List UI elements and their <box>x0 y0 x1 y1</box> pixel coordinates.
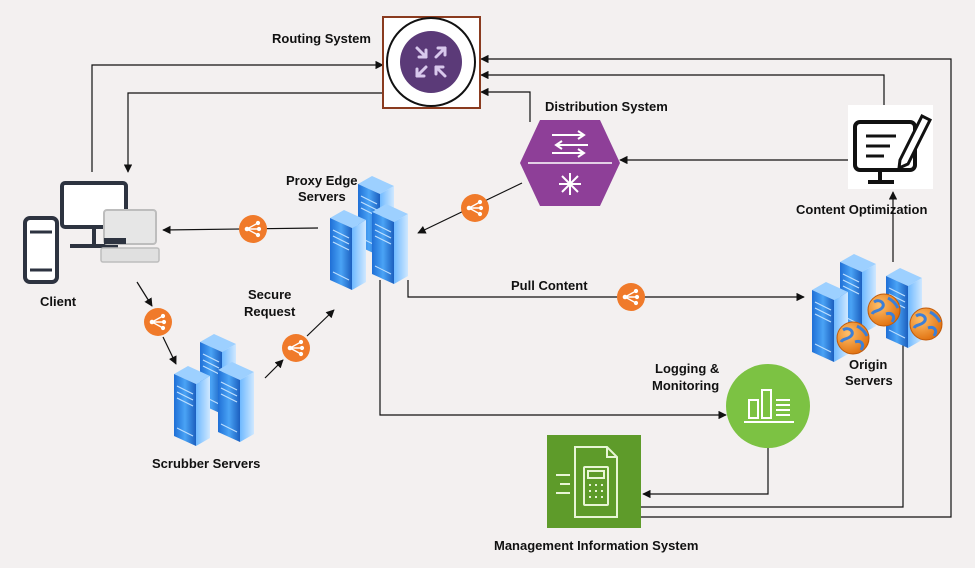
connector-scrubber-to-proxy-2 <box>306 309 335 337</box>
content-optimization-label: Content Optimization <box>796 202 927 217</box>
bar-chart-icon <box>744 389 794 423</box>
content-optimization[interactable] <box>848 105 933 189</box>
router-icon <box>400 31 462 93</box>
pull-content-label: Pull Content <box>511 278 588 293</box>
origin-label-line1: Origin <box>849 357 887 372</box>
load-balancer-icon <box>238 214 268 244</box>
connector-routing-to-client <box>123 92 383 173</box>
logging-monitoring[interactable] <box>726 364 810 448</box>
distribution-system-label: Distribution System <box>545 99 668 114</box>
proxy-edge-label-line1: Proxy Edge <box>286 173 358 188</box>
load-balancer-icon <box>281 333 311 363</box>
globe-icon <box>908 306 944 342</box>
report-document-icon <box>556 446 618 518</box>
client-devices-icon <box>23 181 160 284</box>
connector-client-to-scrubber <box>136 281 153 307</box>
management-information-system[interactable] <box>547 435 641 528</box>
client-label: Client <box>40 294 77 309</box>
connectors <box>91 54 952 518</box>
client[interactable] <box>23 181 160 284</box>
routing-system[interactable] <box>382 16 481 109</box>
globe-icon <box>866 292 902 328</box>
globe-icon <box>835 320 871 356</box>
connector-logging-to-mis <box>642 448 769 499</box>
connector-distribution-to-routing <box>480 87 531 122</box>
scrubber-servers[interactable] <box>173 333 255 447</box>
connector-proxy-to-logging <box>379 280 727 420</box>
connector-mis-to-routing <box>480 54 952 518</box>
distribution-system[interactable] <box>520 120 620 206</box>
load-balancer-icon <box>460 193 490 223</box>
secure-request-label-line2: Request <box>244 304 296 319</box>
proxy-edge-label-line2: Servers <box>298 189 346 204</box>
secure-request-label-line1: Secure <box>248 287 291 302</box>
connector-scrubber-to-proxy <box>264 359 284 379</box>
connector-proxy-to-origin <box>407 280 805 302</box>
mis-label: Management Information System <box>494 538 698 553</box>
scrubber-servers-label: Scrubber Servers <box>152 456 260 471</box>
server-cluster-icon <box>173 333 255 447</box>
connector-client-to-routing <box>91 60 384 172</box>
routing-system-label: Routing System <box>272 31 371 46</box>
logging-label-line2: Monitoring <box>652 378 719 393</box>
logging-label-line1: Logging & <box>655 361 719 376</box>
connector-mis-to-origin <box>640 329 908 508</box>
connector-client-to-scrubber-2 <box>162 336 177 365</box>
load-balancer-icon <box>616 282 646 312</box>
origin-label-line2: Servers <box>845 373 893 388</box>
load-balancer-icon <box>143 307 173 337</box>
origin-servers[interactable] <box>811 253 944 363</box>
switch-icon <box>552 130 588 195</box>
connector-content-opt-to-routing <box>480 70 885 105</box>
monitor-pen-icon <box>853 113 933 184</box>
